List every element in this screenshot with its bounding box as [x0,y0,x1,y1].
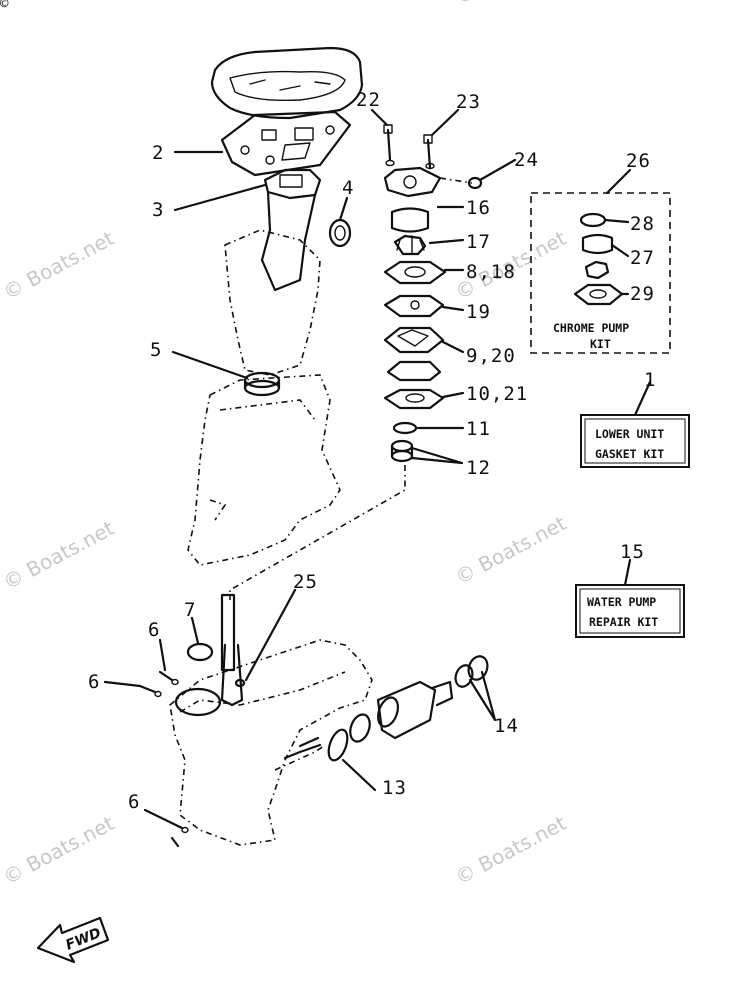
chrome-pump-kit-box: CHROME PUMP KIT [530,192,671,354]
watermark: © Boats.net [0,516,118,595]
callout-24: 24 [514,149,539,171]
corner-copyright: © [0,0,9,12]
callout-29: 29 [630,283,655,305]
lower-unit-gasket-kit-box: LOWER UNIT GASKET KIT [580,414,690,468]
callout-17: 17 [466,231,491,253]
callout-26: 26 [626,150,651,172]
callout-6b: 6 [88,671,100,693]
part-lower-unit-gearcase [138,593,489,848]
callout-4: 4 [342,177,354,199]
watermarks: © Boats.net © Boats.net © Boats.net © Bo… [0,0,570,889]
callout-3: 3 [152,199,164,221]
callout-9-20: 9,20 [466,345,516,367]
callout-8-18: 8,18 [466,261,516,283]
part-exhaust-tube-3 [260,168,322,292]
callout-13: 13 [382,777,407,799]
callout-10-21: 10,21 [466,383,528,405]
callout-11: 11 [466,418,491,440]
lower-unit-text-2: GASKET KIT [595,447,664,461]
chrome-pump-kit-text-1: CHROME PUMP [553,321,629,335]
callout-12: 12 [466,457,491,479]
watermark: © Boats.net [451,0,570,9]
callout-5: 5 [150,339,162,361]
callout-14: 14 [494,715,519,737]
watermark: © Boats.net [451,811,570,890]
part-grommet-5 [243,371,281,397]
callout-7: 7 [184,599,196,621]
callout-15: 15 [620,541,645,563]
callout-25: 25 [293,571,318,593]
callout-19: 19 [466,301,491,323]
fwd-arrow: FWD [36,916,110,964]
water-pump-text-2: REPAIR KIT [589,615,658,629]
callout-1: 1 [644,369,656,391]
part-gasket-2 [220,110,352,177]
callout-28: 28 [630,213,655,235]
callout-16: 16 [466,197,491,219]
water-pump-text-1: WATER PUMP [587,595,656,609]
callout-27: 27 [630,247,655,269]
callout-6c: 6 [128,791,140,813]
part-drive-shaft-housing [187,229,341,566]
chrome-pump-kit-text-2: KIT [590,337,611,351]
part-seal-4 [328,218,352,248]
callout-2: 2 [152,142,164,164]
callout-labels: 2 3 4 5 6 6 6 7 8,18 9,20 10,21 11 12 13… [88,89,656,813]
watermark: © Boats.net [451,511,570,590]
part-top-cover [210,46,364,120]
leader-lines [103,108,652,830]
part-water-pump-stack [229,124,483,600]
watermark: © Boats.net [0,811,118,890]
callout-22: 22 [356,89,381,111]
callout-23: 23 [456,91,481,113]
callout-6a: 6 [148,619,160,641]
water-pump-repair-kit-box: WATER PUMP REPAIR KIT [575,584,685,638]
lower-unit-text-1: LOWER UNIT [595,427,664,441]
watermark: © Boats.net [0,226,118,305]
